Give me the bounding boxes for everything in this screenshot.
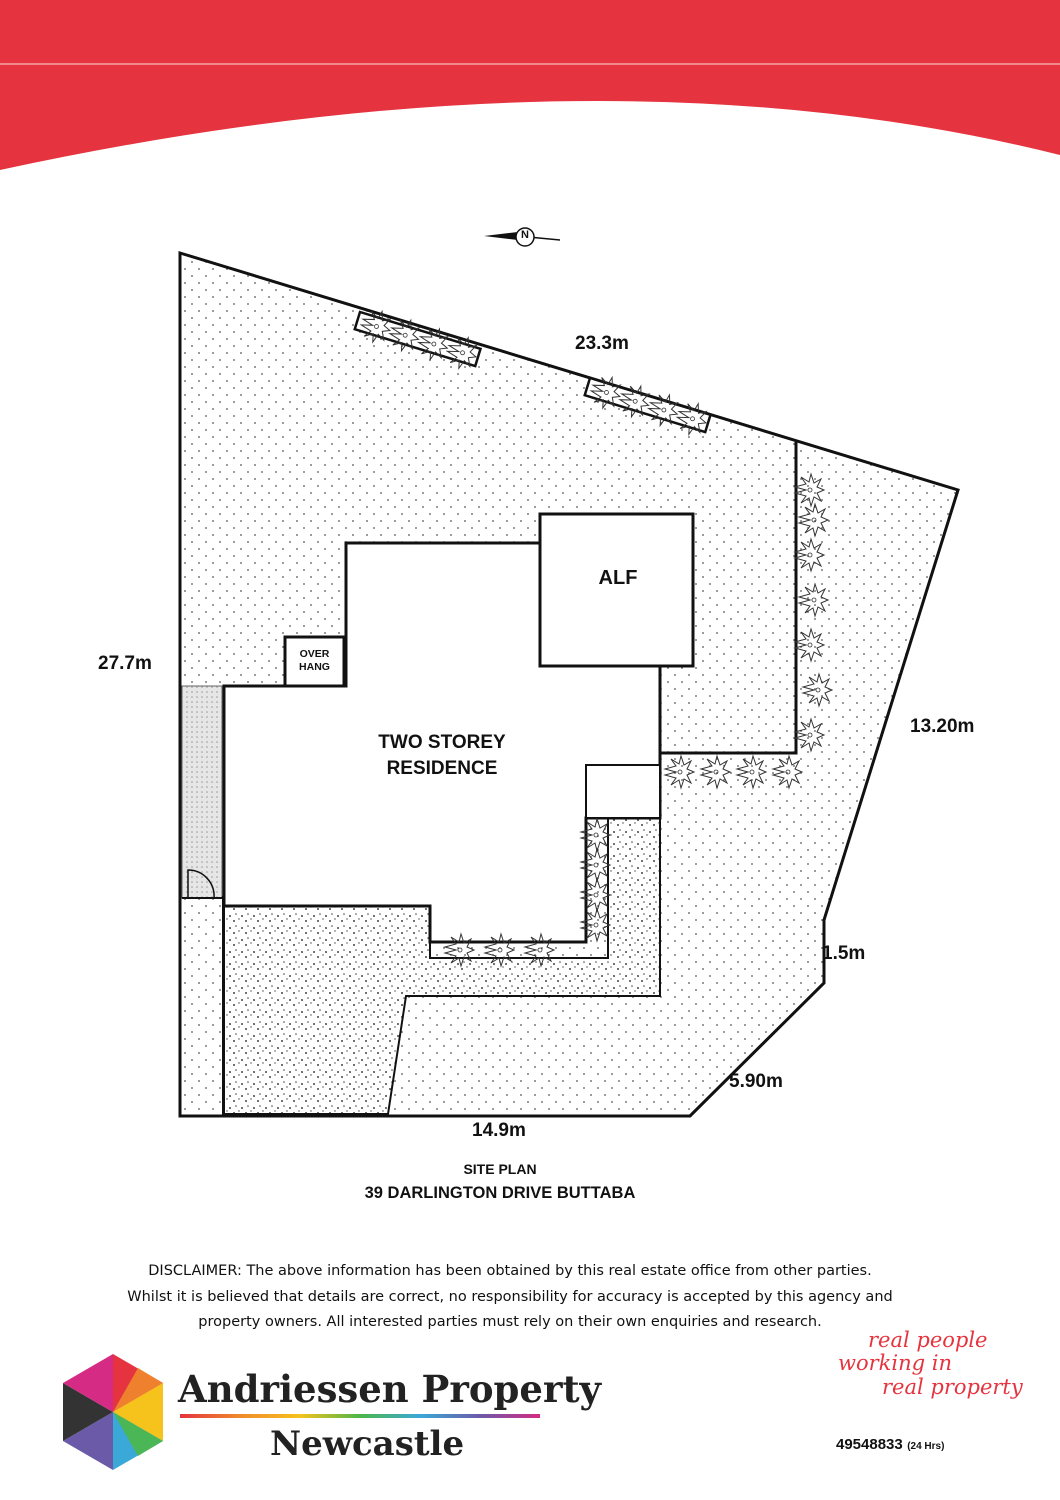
entry-nib [585, 764, 661, 819]
site-plan-caption: SITE PLAN [463, 1161, 537, 1177]
tagline-line-3: real property [882, 1375, 1023, 1399]
dim-diagonal: 5.90m [729, 1071, 783, 1092]
agency-logo-icon [63, 1354, 163, 1470]
residence-label: TWO STOREY RESIDENCE [342, 730, 542, 782]
header-banner [0, 0, 1060, 170]
residence-label-line1: TWO STOREY [378, 732, 506, 753]
north-label: N [521, 229, 529, 241]
dim-top: 23.3m [575, 333, 629, 354]
overhang-label: OVER HANG [285, 648, 344, 674]
side-path [181, 685, 223, 899]
yard-fence [660, 442, 798, 755]
phone-note: (24 Hrs) [907, 1441, 945, 1452]
dim-right: 13.20m [910, 716, 975, 737]
tagline-line-1: real people [868, 1328, 988, 1352]
overhang-label-line2: HANG [299, 661, 330, 673]
phone-number-line: 49548833 (24 Hrs) [836, 1436, 944, 1454]
disclaimer-line-1: DISCLAIMER: The above information has be… [148, 1263, 872, 1279]
north-arrow [484, 227, 561, 247]
dim-short-right: 1.5m [822, 943, 866, 964]
phone-number[interactable]: 49548833 [836, 1436, 903, 1453]
brand-location: Newcastle [270, 1424, 465, 1464]
brand-underline [180, 1414, 540, 1418]
overhang-label-line1: OVER [299, 648, 330, 660]
gate-arc [187, 869, 215, 899]
banner-shape [0, 0, 1060, 170]
garden-bed-top-left [353, 306, 483, 373]
alf-room [538, 512, 695, 668]
address-caption: 39 DARLINGTON DRIVE BUTTABA [364, 1184, 636, 1202]
dim-left: 27.7m [98, 653, 152, 674]
disclaimer-line-2: Whilst it is believed that details are c… [127, 1289, 893, 1305]
residence-label-line2: RESIDENCE [386, 758, 498, 779]
brand-name: Andriessen Property [178, 1367, 602, 1411]
overhang [283, 635, 346, 688]
alf-label: ALF [598, 567, 638, 589]
disclaimer-line-3: property owners. All interested parties … [198, 1314, 822, 1330]
dim-bottom: 14.9m [472, 1120, 526, 1141]
garden-bed-top-right [583, 372, 713, 439]
tagline-line-2: working in [838, 1351, 952, 1375]
